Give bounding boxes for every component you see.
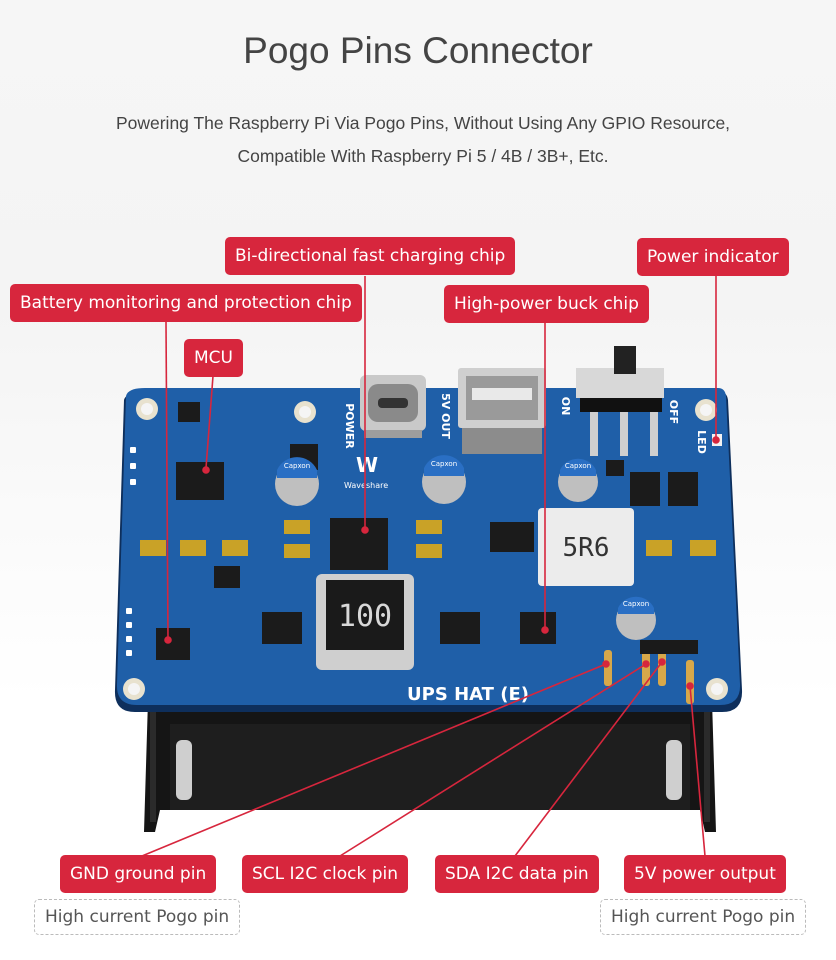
- battery-protection-chip: [176, 462, 224, 500]
- svg-text:Capxon: Capxon: [623, 600, 649, 608]
- subtitle-line-2: Compatible With Raspberry Pi 5 / 4B / 3B…: [237, 146, 609, 166]
- slide-switch: [576, 346, 664, 456]
- battery-holder: [144, 700, 716, 832]
- inductor-100: 100: [316, 574, 414, 670]
- callout-buck-chip: High-power buck chip: [444, 285, 649, 323]
- callout-5v-output: 5V power output: [624, 855, 786, 893]
- callout-battery-chip: Battery monitoring and protection chip: [10, 284, 362, 322]
- electrolytic-capacitors: Capxon Capxon Capxon Capxon: [275, 455, 656, 640]
- usb-c-port: [360, 375, 426, 438]
- svg-text:POWER: POWER: [343, 403, 356, 449]
- callout-scl-pin: SCL I2C clock pin: [242, 855, 408, 893]
- board-name: UPS HAT (E): [407, 684, 529, 705]
- page-title: Pogo Pins Connector: [243, 30, 593, 71]
- pogo-pins: [604, 640, 698, 704]
- svg-text:5V OUT: 5V OUT: [439, 393, 452, 439]
- charging-chip: [330, 518, 388, 570]
- svg-text:Capxon: Capxon: [431, 460, 457, 468]
- inductor-5r6: 5R6: [538, 508, 634, 586]
- svg-text:Capxon: Capxon: [565, 462, 591, 470]
- callout-power-indicator: Power indicator: [637, 238, 789, 276]
- svg-text:ON: ON: [559, 397, 572, 416]
- leader-lines: [141, 276, 720, 857]
- subtitle-line-1: Powering The Raspberry Pi Via Pogo Pins,…: [115, 113, 731, 133]
- callout-mcu: MCU: [184, 339, 243, 377]
- callout-sda-pin: SDA I2C data pin: [435, 855, 599, 893]
- svg-text:100: 100: [338, 599, 392, 634]
- mounting-holes: [123, 398, 728, 700]
- svg-text:OFF: OFF: [667, 400, 680, 424]
- waveshare-logo: W Waveshare: [344, 453, 388, 490]
- pcb: Capxon Capxon Capxon Capxon 100 5R6 W Wa…: [114, 346, 743, 712]
- note-pogo-right: High current Pogo pin: [600, 899, 807, 935]
- svg-text:W: W: [356, 453, 378, 477]
- usb-a-port: [458, 368, 546, 454]
- svg-text:5R6: 5R6: [563, 533, 610, 563]
- note-pogo-left: High current Pogo pin: [34, 899, 241, 935]
- svg-text:LED: LED: [695, 430, 708, 454]
- callout-charging-chip: Bi-directional fast charging chip: [225, 237, 516, 275]
- callout-gnd-pin: GND ground pin: [60, 855, 217, 893]
- buck-chip: [520, 612, 556, 644]
- svg-text:Capxon: Capxon: [284, 462, 310, 470]
- svg-text:Waveshare: Waveshare: [344, 481, 388, 490]
- mcu-chip: [156, 628, 190, 660]
